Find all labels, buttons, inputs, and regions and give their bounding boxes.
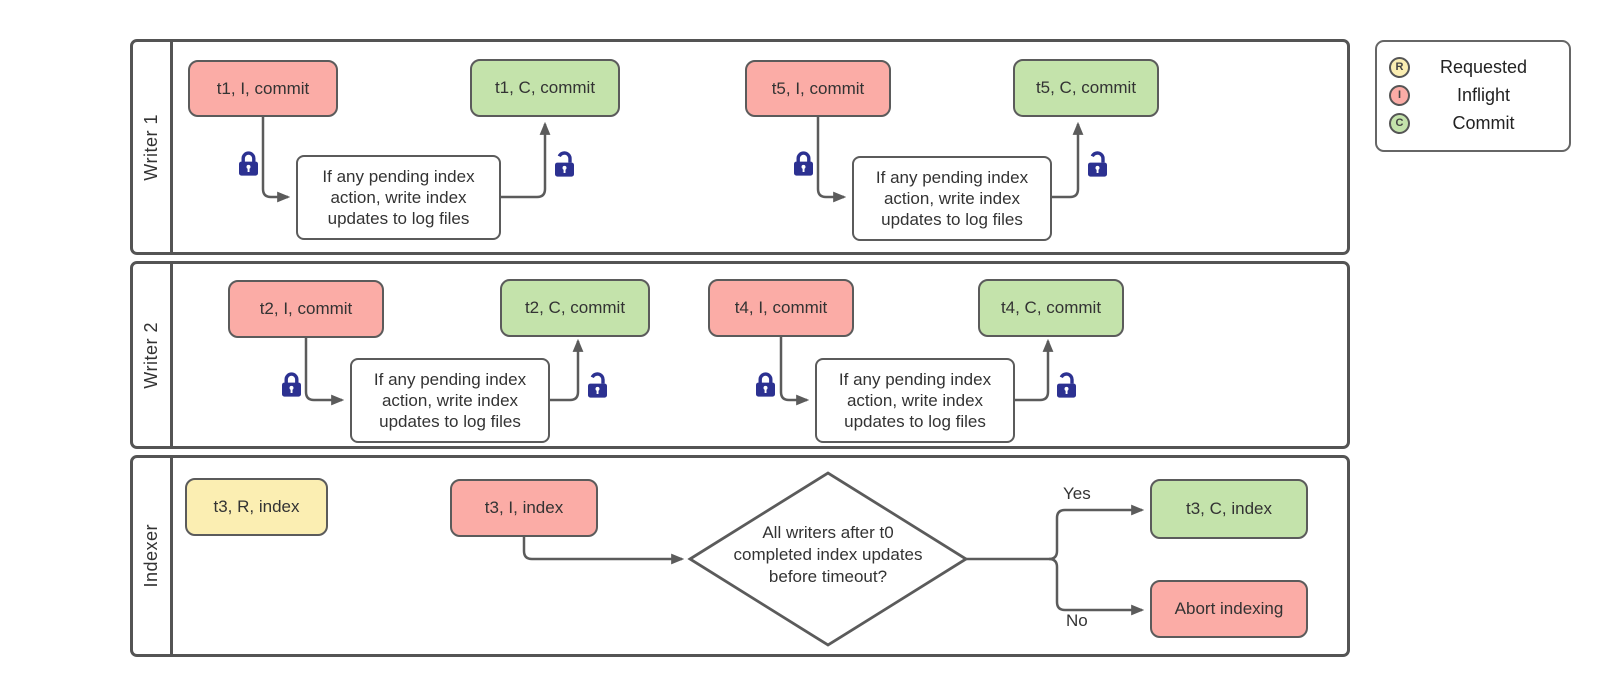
connector-t5-inflight-to-log (816, 117, 847, 203)
node-t4-log-step: If any pending index action, write index… (815, 358, 1015, 443)
connector-t1-log-to-commit (501, 121, 551, 199)
lock-icon (237, 151, 260, 178)
connector-t1-inflight-to-log (261, 117, 291, 203)
node-t1-commit: t1, C, commit (470, 59, 620, 117)
node-t2-log-step: If any pending index action, write index… (350, 358, 550, 443)
lock-icon (792, 151, 815, 178)
lane-indexer-label-column: Indexer (133, 458, 173, 654)
decision-diamond (687, 471, 969, 647)
lane-writer-1-label-column: Writer 1 (133, 42, 173, 252)
node-t5-log-step: If any pending index action, write index… (852, 156, 1052, 241)
legend-label-requested: Requested (1439, 56, 1528, 77)
lane-writer-2-label-column: Writer 2 (133, 264, 173, 446)
node-t5-commit: t5, C, commit (1013, 59, 1159, 117)
connector-t5-log-to-commit (1052, 121, 1084, 199)
connector-decision-no (1048, 557, 1145, 616)
unlock-icon (586, 372, 609, 400)
requested-state-icon: R (1389, 56, 1410, 78)
inflight-state-icon: I (1389, 84, 1410, 106)
node-t3-commit: t3, C, index (1150, 479, 1308, 539)
connector-t2-log-to-commit (550, 338, 584, 402)
node-t1-inflight: t1, I, commit (188, 60, 338, 117)
connector-t4-inflight-to-log (779, 337, 810, 406)
legend-label-inflight: Inflight (1456, 84, 1511, 105)
unlock-icon (1055, 372, 1078, 400)
node-t2-inflight: t2, I, commit (228, 280, 384, 338)
node-abort-indexing: Abort indexing (1150, 580, 1308, 638)
connector-t4-log-to-commit (1015, 338, 1054, 402)
lock-icon (754, 372, 777, 399)
node-t5-inflight: t5, I, commit (745, 60, 891, 117)
node-t1-log-step: If any pending index action, write index… (296, 155, 501, 240)
unlock-icon (553, 151, 576, 179)
connector-t2-inflight-to-log (304, 338, 345, 406)
connector-decision-yes (1048, 504, 1145, 561)
legend-label-commit: Commit (1452, 112, 1515, 133)
edge-label-yes: Yes (1063, 484, 1091, 503)
node-t4-commit: t4, C, commit (978, 279, 1124, 337)
commit-state-icon: C (1389, 112, 1410, 134)
node-t3-requested: t3, R, index (185, 478, 328, 536)
edge-label-no: No (1066, 611, 1088, 630)
connector-t3-inflight-to-decision (522, 537, 685, 565)
decision-question: All writers after t0 completed index upd… (733, 523, 923, 586)
legend-row-commit: C Commit (1389, 109, 1557, 137)
legend-row-inflight: I Inflight (1389, 81, 1557, 109)
legend: R Requested I Inflight C Commit (1375, 40, 1571, 152)
unlock-icon (1086, 151, 1109, 179)
legend-row-requested: R Requested (1389, 53, 1557, 81)
node-t3-inflight: t3, I, index (450, 479, 598, 537)
node-t2-commit: t2, C, commit (500, 279, 650, 337)
node-t4-inflight: t4, I, commit (708, 279, 854, 337)
lock-icon (280, 372, 303, 399)
